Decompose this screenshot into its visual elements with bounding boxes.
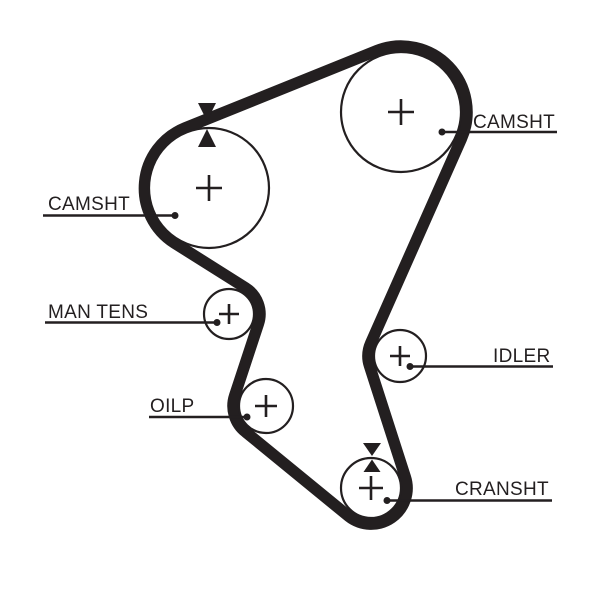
crankshaft-timing-mark-up-arrow-icon — [363, 459, 381, 472]
camshaft-left-timing-mark-up-arrow-icon — [198, 129, 216, 147]
camshaft-left-label-leader-dot — [171, 212, 179, 219]
idler-label: IDLER — [493, 346, 550, 367]
crankshaft-pulley-center-cross-icon — [359, 476, 383, 500]
manual-tensioner-label: MAN TENS — [48, 302, 148, 323]
camshaft-right-label: CAMSHT — [473, 112, 555, 133]
idler-label-leader-dot — [406, 363, 414, 370]
oil-pump-label: OILP — [150, 396, 195, 417]
camshaft-left-timing-mark-down-arrow-icon — [198, 103, 216, 121]
manual-tensioner-label-leader-dot — [213, 319, 221, 326]
oil-pump-pulley-center-cross-icon — [255, 395, 277, 417]
oil-pump-label-leader-dot — [243, 413, 251, 421]
manual-tensioner-pulley-center-cross-icon — [219, 304, 239, 324]
crankshaft-label: CRANSHT — [455, 479, 549, 500]
timing-belt — [138, 40, 473, 530]
crankshaft-timing-mark-down-arrow-icon — [363, 443, 381, 456]
idler-pulley-center-cross-icon — [390, 346, 410, 366]
camshaft-right-label-leader-dot — [438, 128, 446, 136]
camshaft-right-pulley-center-cross-icon — [388, 99, 414, 125]
crankshaft-label-leader-dot — [383, 497, 391, 504]
camshaft-left-pulley-center-cross-icon — [196, 175, 222, 201]
camshaft-left-label: CAMSHT — [48, 194, 130, 215]
